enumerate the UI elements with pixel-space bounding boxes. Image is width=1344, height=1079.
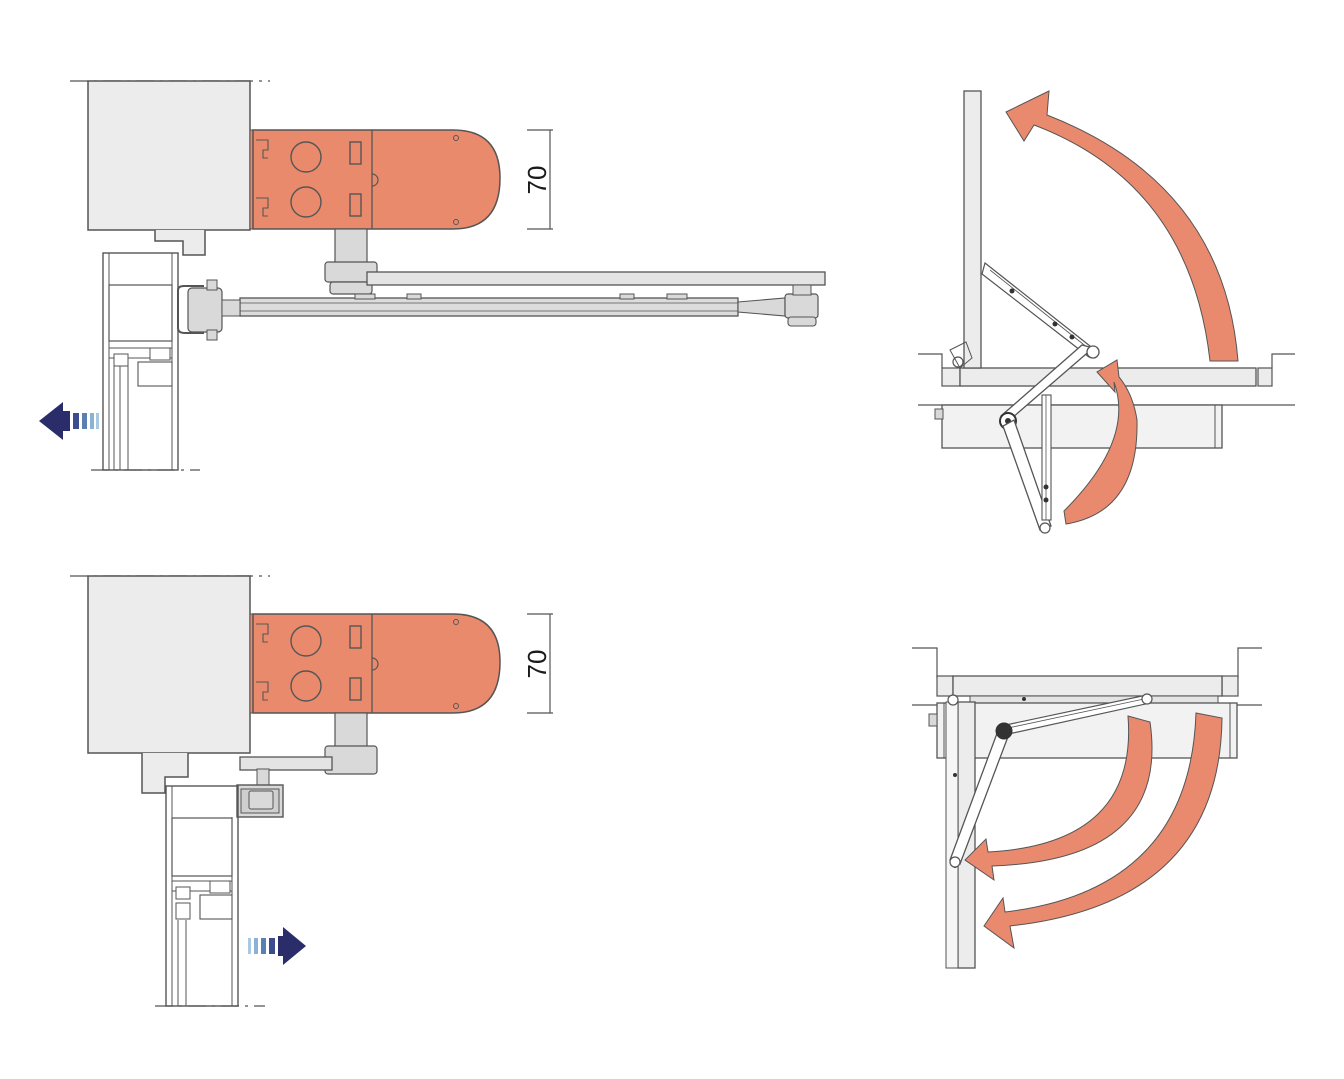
frame-header [952,675,1223,697]
elbow-joint [784,293,819,319]
arm-linkage [949,693,1153,868]
forearm-rod [239,297,739,317]
door-profile [155,785,265,1007]
arrow-left-icon [39,402,99,440]
closing-swing-arrow [1063,359,1138,525]
lintel-wall [87,575,251,754]
drive-shaft [334,712,368,748]
arm-linkage [981,261,1100,534]
operator-unit [249,129,501,230]
outer-swing-arrow [983,712,1223,950]
short-arm [239,756,333,771]
push-side-section-view: 70 [70,575,553,1007]
height-dimension: 70 [522,129,553,230]
operator-housing [941,404,1223,449]
dimension-label: 70 [522,166,552,195]
door-profile [91,252,200,471]
push-side-plan-view [912,647,1262,969]
height-dimension: 70 [522,613,553,714]
operator-unit [249,613,501,714]
pull-side-section-view: 70 [39,80,826,471]
pull-side-plan-view [918,90,1295,534]
lintel-stop [154,230,206,256]
mounting-hole [290,625,322,657]
lintel-wall [87,80,251,231]
main-arm [366,271,826,286]
mounting-hole [290,670,322,702]
shaft-hub [324,745,378,775]
mounting-hole [290,186,322,218]
mounting-hole [290,141,322,173]
lintel-stop [141,753,189,794]
opening-swing-arrow [1005,90,1239,362]
inner-swing-arrow [964,715,1153,882]
drive-shaft [334,228,368,264]
door-leaf-open [963,90,982,369]
dimension-label: 70 [522,650,552,679]
arrow-right-icon [248,927,306,965]
door-bracket [187,287,223,333]
